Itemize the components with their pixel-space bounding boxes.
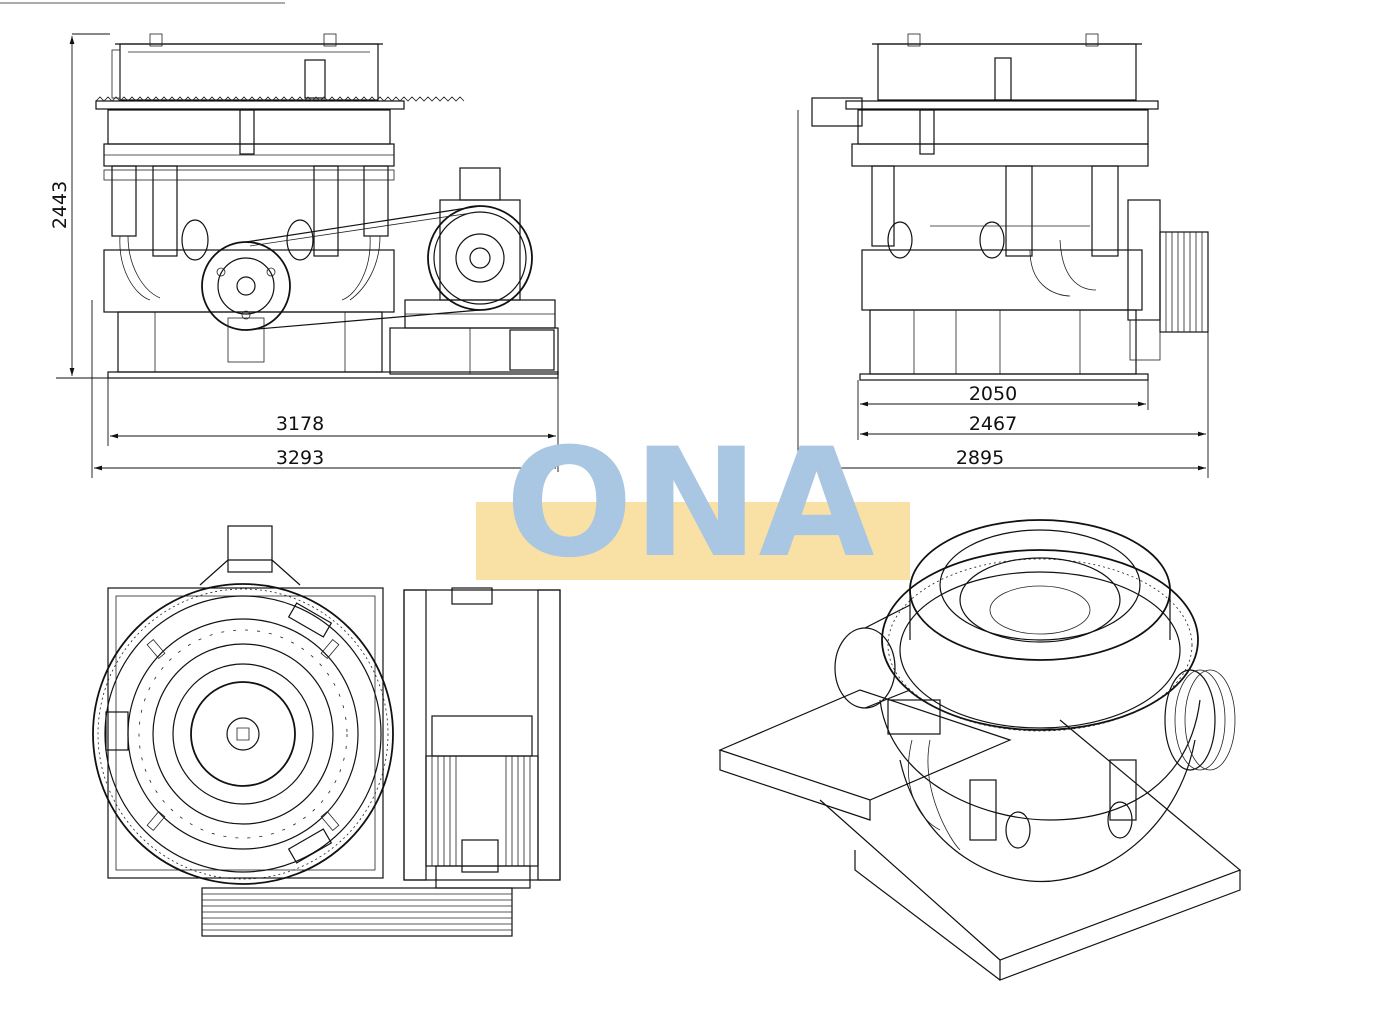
- side-elevation-view: [811, 33, 1209, 381]
- front-view-dimensions: 2443 3178 3293: [49, 33, 559, 478]
- dim-front-inner-label: 3178: [276, 413, 324, 435]
- watermark-band: [476, 502, 910, 580]
- dim-height-label: 2443: [49, 181, 71, 229]
- side-view-dimensions: 2050 2467 2895: [797, 110, 1209, 478]
- front-elevation-view: [95, 33, 559, 379]
- dim-side-base-label: 2050: [969, 383, 1017, 405]
- watermark-text: ONA: [505, 417, 874, 591]
- dim-side-outer-label: 2895: [956, 447, 1004, 469]
- dim-front-outer-label: 3293: [276, 447, 324, 469]
- dim-side-inner-label: 2467: [969, 413, 1017, 435]
- watermark-logo: ONA: [476, 417, 910, 591]
- isometric-view: [718, 519, 1242, 981]
- plan-view: [92, 525, 561, 937]
